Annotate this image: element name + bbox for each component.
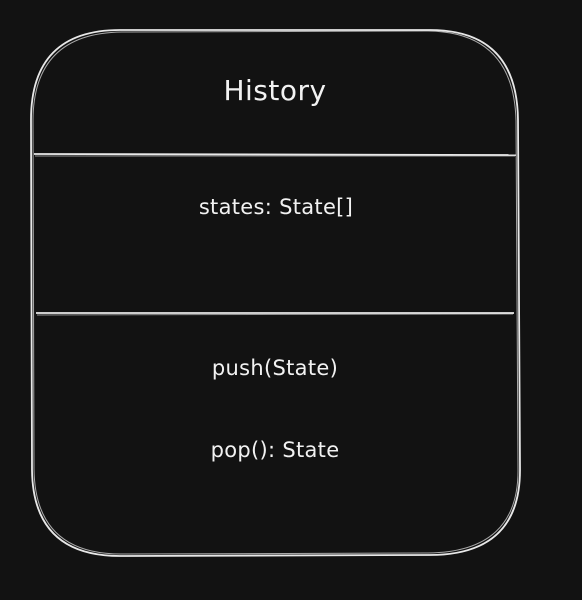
class-method-pop: pop(): State: [211, 438, 340, 462]
divider-attributes-methods-sketch: [36, 313, 514, 316]
divider-title-attributes: [33, 153, 517, 156]
class-box: History states: State[] push(State) pop(…: [30, 29, 521, 557]
class-method-push: push(State): [212, 356, 338, 380]
class-box-outline-sketch: [32, 30, 519, 555]
class-attribute-states: states: State[]: [199, 195, 353, 219]
class-box-outline: [30, 29, 521, 557]
class-title: History: [223, 74, 326, 107]
